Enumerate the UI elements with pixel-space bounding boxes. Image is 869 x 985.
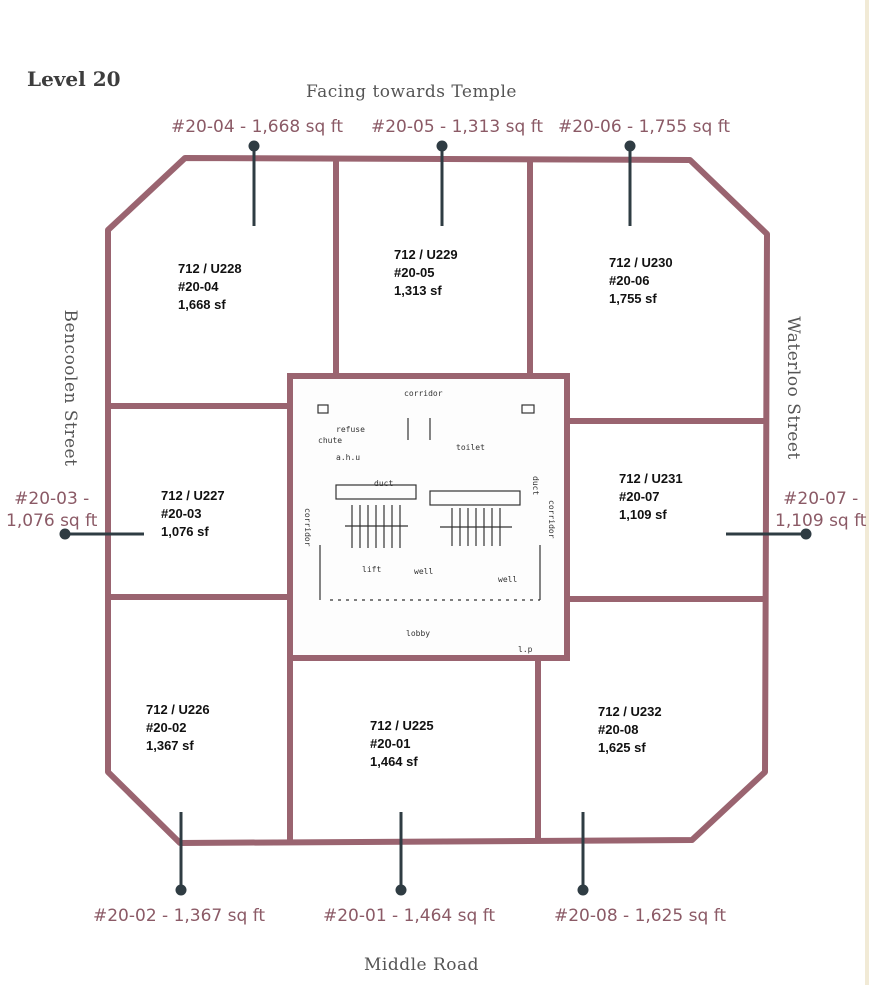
unit-u229-no: #20-05 (394, 265, 434, 280)
unit-u228-no: #20-04 (178, 279, 219, 294)
callout-20-03-line2: 1,076 sq ft (6, 511, 98, 531)
unit-u228: 712 / U228 #20-04 1,668 sf (178, 261, 242, 312)
core-chute: chute (318, 436, 342, 445)
street-top-label: Facing towards Temple (306, 82, 517, 102)
unit-u225-ref: 712 / U225 (370, 718, 434, 733)
callout-20-07-line1: #20-07 - (783, 489, 859, 509)
core-well-left: well (414, 567, 433, 576)
callout-20-08: #20-08 - 1,625 sq ft (554, 906, 727, 926)
unit-u231-area: 1,109 sf (619, 507, 667, 522)
unit-u230-no: #20-06 (609, 273, 649, 288)
unit-u231: 712 / U231 #20-07 1,109 sf (619, 471, 683, 522)
unit-u231-no: #20-07 (619, 489, 659, 504)
level-title: Level 20 (27, 67, 121, 91)
page-edge-strip (865, 0, 869, 985)
unit-u232: 712 / U232 #20-08 1,625 sf (598, 704, 662, 755)
core-sketch (317, 404, 541, 601)
core-toilet: toilet (456, 443, 485, 452)
unit-u226-no: #20-02 (146, 720, 186, 735)
unit-u232-ref: 712 / U232 (598, 704, 662, 719)
callout-20-07-line2: 1,109 sq ft (775, 511, 867, 531)
core-duct-left: duct (374, 479, 393, 488)
unit-u226-area: 1,367 sf (146, 738, 194, 753)
callout-20-02: #20-02 - 1,367 sq ft (93, 906, 266, 926)
core-refuse: refuse (336, 425, 365, 434)
unit-u227-ref: 712 / U227 (161, 488, 225, 503)
unit-u225-area: 1,464 sf (370, 754, 418, 769)
core-duct-right: duct (531, 476, 540, 495)
unit-u228-ref: 712 / U228 (178, 261, 242, 276)
callout-20-04: #20-04 - 1,668 sq ft (171, 117, 344, 137)
core-lp: l.p (518, 645, 533, 654)
callout-20-03: #20-03 - 1,076 sq ft (6, 488, 97, 532)
unit-u225-no: #20-01 (370, 736, 410, 751)
street-bottom-label: Middle Road (364, 955, 480, 975)
stair-left (345, 505, 408, 548)
unit-u232-area: 1,625 sf (598, 740, 646, 755)
unit-u227: 712 / U227 #20-03 1,076 sf (161, 488, 225, 539)
core-labels: corridor refuse chute a.h.u toilet duct … (303, 389, 556, 654)
leader-lines (59, 140, 812, 896)
unit-u231-ref: 712 / U231 (619, 471, 683, 486)
unit-u227-area: 1,076 sf (161, 524, 209, 539)
unit-u226: 712 / U226 #20-02 1,367 sf (146, 702, 210, 753)
core-lift: lift (362, 565, 381, 574)
unit-u230-area: 1,755 sf (609, 291, 657, 306)
unit-u230-ref: 712 / U230 (609, 255, 673, 270)
partition-walls (108, 160, 766, 842)
unit-u229-ref: 712 / U229 (394, 247, 458, 262)
unit-u229-area: 1,313 sf (394, 283, 442, 298)
core-well-right: well (498, 575, 517, 584)
unit-u228-area: 1,668 sf (178, 297, 226, 312)
callout-20-07: #20-07 - 1,109 sq ft (775, 488, 866, 532)
callout-20-01: #20-01 - 1,464 sq ft (323, 906, 496, 926)
core-ahu: a.h.u (336, 453, 360, 462)
unit-u232-no: #20-08 (598, 722, 638, 737)
unit-u229: 712 / U229 #20-05 1,313 sf (394, 247, 458, 298)
unit-u227-no: #20-03 (161, 506, 201, 521)
unit-u230: 712 / U230 #20-06 1,755 sf (609, 255, 673, 306)
callout-20-03-line1: #20-03 - (14, 489, 90, 509)
building-outline (105, 155, 770, 846)
core-corridor-right: corridor (547, 500, 556, 539)
core-lobby: lobby (406, 629, 430, 638)
unit-u226-ref: 712 / U226 (146, 702, 210, 717)
stair-right (440, 508, 512, 546)
core-corridor-top: corridor (404, 389, 443, 398)
unit-u225: 712 / U225 #20-01 1,464 sf (370, 718, 434, 769)
callout-20-05: #20-05 - 1,313 sq ft (371, 117, 544, 137)
callout-20-06: #20-06 - 1,755 sq ft (558, 117, 731, 137)
core-corridor-left: corridor (303, 508, 312, 547)
core-block (287, 373, 570, 661)
